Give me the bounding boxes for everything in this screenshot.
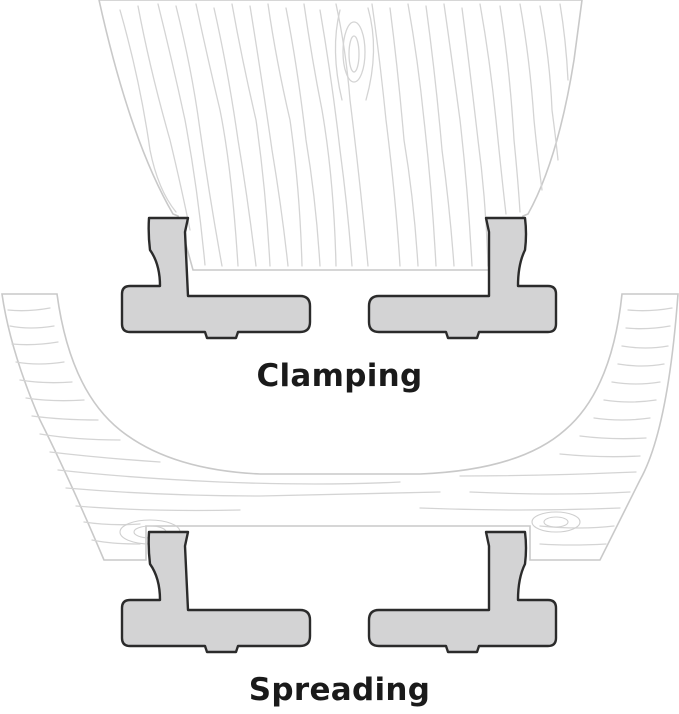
wood-block-top xyxy=(98,0,583,271)
spread-jaw-right-bottom xyxy=(367,530,558,654)
clamping-caption: Clamping xyxy=(256,358,423,394)
spreading-caption: Spreading xyxy=(248,672,431,708)
wood-grain-bottom xyxy=(7,307,673,546)
clamp-jaw-left-top xyxy=(120,216,312,340)
clamp-jaw-right-top xyxy=(367,216,558,340)
wood-grain-top xyxy=(119,3,569,267)
wood-block-bottom xyxy=(1,293,679,561)
spread-jaw-left-bottom xyxy=(120,530,312,654)
spreading-jaws xyxy=(120,530,558,654)
clamping-jaws xyxy=(120,216,558,340)
